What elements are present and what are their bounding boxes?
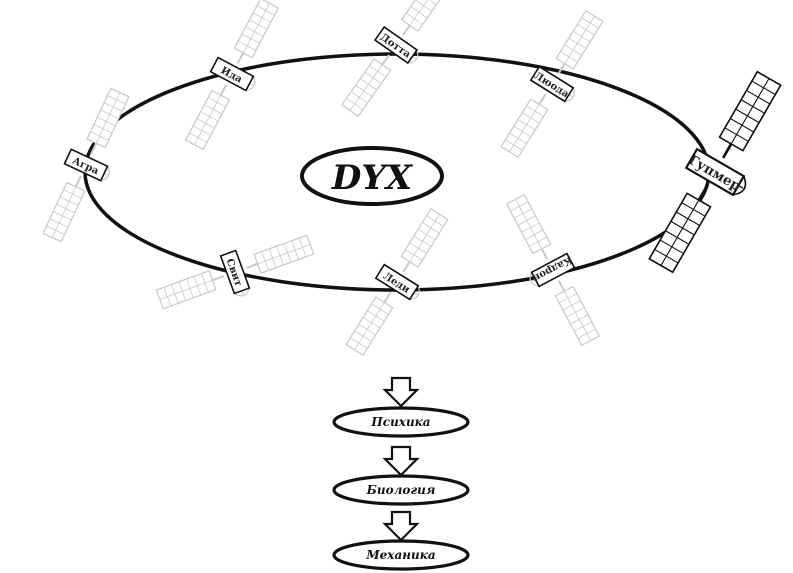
down-arrow-2 [382,445,420,477]
satellite-7: Леди [345,208,449,356]
chain-label: Механика [365,548,435,562]
satellite-6: Свит [155,234,315,310]
chain-label: Биология [366,483,436,497]
core-node: DYX [300,146,444,206]
satellite-8: Кадрон [505,193,601,347]
satellite-5: Гупмер [648,70,782,274]
core-label: DYX [331,158,414,198]
core-ellipse [300,146,444,206]
satellite-2: Дотта [341,0,451,118]
down-arrow-3 [382,510,420,542]
chain-node-2: Биология [332,474,470,506]
down-arrow-1 [382,376,420,408]
satellite-3: Люода [500,10,604,158]
satellite-4: Агра [42,87,130,243]
chain-node-1: Психика [332,406,470,438]
chain-node-3: Механика [332,539,470,571]
chain-label: Психика [370,415,430,429]
